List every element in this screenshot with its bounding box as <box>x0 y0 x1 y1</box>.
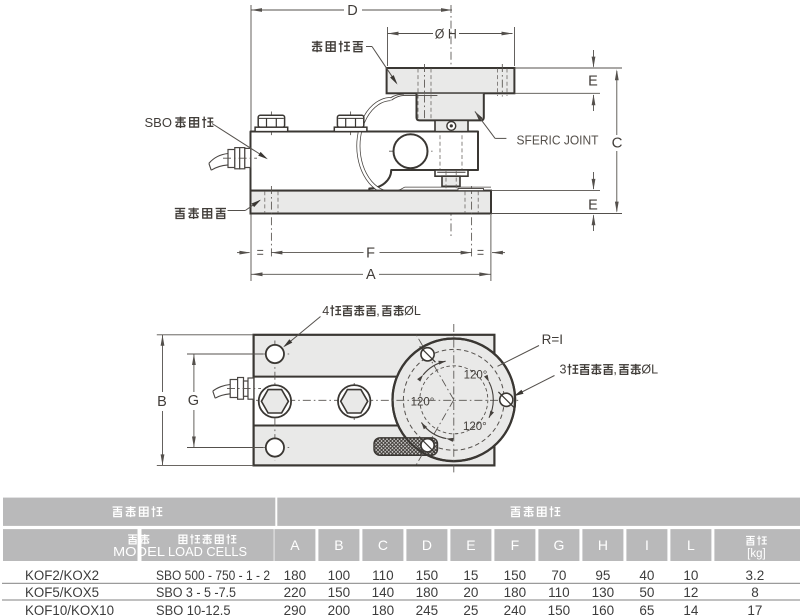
svg-text:SBO 500 - 750 - 1 - 2: SBO 500 - 750 - 1 - 2 <box>156 568 270 583</box>
svg-text:150: 150 <box>416 568 439 583</box>
svg-text:50: 50 <box>639 585 654 600</box>
svg-text:F: F <box>366 245 375 261</box>
svg-text:140: 140 <box>372 585 395 600</box>
svg-text:100: 100 <box>328 568 351 583</box>
svg-text:120°: 120° <box>464 369 488 381</box>
svg-text:E: E <box>588 73 598 89</box>
svg-text:65: 65 <box>639 603 654 616</box>
svg-text:MODEL: MODEL <box>113 545 165 559</box>
svg-text:180: 180 <box>372 603 395 616</box>
svg-text:KOF2/KOX2: KOF2/KOX2 <box>25 568 99 583</box>
svg-text:LOAD CELLS: LOAD CELLS <box>168 545 247 559</box>
svg-text:B: B <box>157 394 167 410</box>
svg-text:160: 160 <box>592 603 615 616</box>
svg-text:245: 245 <box>416 603 439 616</box>
svg-text:I: I <box>645 537 649 553</box>
svg-text:,: , <box>376 304 379 318</box>
svg-text:A: A <box>366 267 376 283</box>
svg-text:120°: 120° <box>411 396 435 408</box>
svg-text:25: 25 <box>463 603 478 616</box>
svg-text:150: 150 <box>504 568 527 583</box>
svg-text:KOF10/KOX10: KOF10/KOX10 <box>25 603 114 616</box>
svg-text:15: 15 <box>463 568 478 583</box>
svg-text:20: 20 <box>463 585 478 600</box>
svg-text:D: D <box>422 537 432 553</box>
svg-text:110: 110 <box>372 568 394 583</box>
svg-text:120°: 120° <box>463 421 487 433</box>
svg-text:[kg]: [kg] <box>747 548 766 560</box>
svg-text:SBO 10-12.5: SBO 10-12.5 <box>156 603 231 616</box>
svg-text:110: 110 <box>548 585 570 600</box>
svg-text:G: G <box>188 393 199 409</box>
svg-text:290: 290 <box>284 603 307 616</box>
svg-text:C: C <box>612 135 623 152</box>
svg-text:17: 17 <box>747 603 762 616</box>
svg-text:3: 3 <box>559 363 566 377</box>
svg-text:KOF5/KOX5: KOF5/KOX5 <box>25 585 99 600</box>
svg-text:14: 14 <box>683 603 699 616</box>
svg-text:8: 8 <box>751 585 759 600</box>
svg-text:A: A <box>290 537 300 553</box>
svg-text:12: 12 <box>683 585 698 600</box>
svg-text:SFERIC JOINT: SFERIC JOINT <box>517 132 599 147</box>
svg-text:,: , <box>613 363 616 377</box>
svg-text:E: E <box>588 198 598 214</box>
svg-text:R=I: R=I <box>542 332 563 347</box>
svg-text:180: 180 <box>284 568 307 583</box>
svg-text:SBO: SBO <box>145 115 172 130</box>
svg-text:B: B <box>334 537 343 553</box>
svg-text:4: 4 <box>322 304 329 318</box>
svg-text:ØL: ØL <box>404 304 421 318</box>
svg-text:70: 70 <box>551 568 566 583</box>
svg-text:180: 180 <box>416 585 439 600</box>
svg-text:L: L <box>687 537 695 553</box>
svg-text:240: 240 <box>504 603 527 616</box>
svg-text:180: 180 <box>504 585 527 600</box>
svg-text:C: C <box>378 537 388 553</box>
svg-text:130: 130 <box>592 585 615 600</box>
svg-text:D: D <box>347 3 357 19</box>
svg-text:3.2: 3.2 <box>746 568 765 583</box>
svg-text:G: G <box>553 537 564 553</box>
svg-text:ØL: ØL <box>641 363 658 377</box>
svg-text:220: 220 <box>284 585 307 600</box>
svg-text:150: 150 <box>548 603 571 616</box>
svg-text:200: 200 <box>328 603 351 616</box>
svg-text:SBO 3 - 5 -7.5: SBO 3 - 5 -7.5 <box>156 585 236 600</box>
svg-text:H: H <box>598 537 608 553</box>
svg-text:40: 40 <box>639 568 654 583</box>
svg-text:E: E <box>466 537 475 553</box>
svg-text:150: 150 <box>328 585 351 600</box>
svg-text:10: 10 <box>683 568 698 583</box>
svg-text:95: 95 <box>595 568 610 583</box>
svg-text:F: F <box>511 537 520 553</box>
svg-text:Ø H: Ø H <box>435 27 457 42</box>
